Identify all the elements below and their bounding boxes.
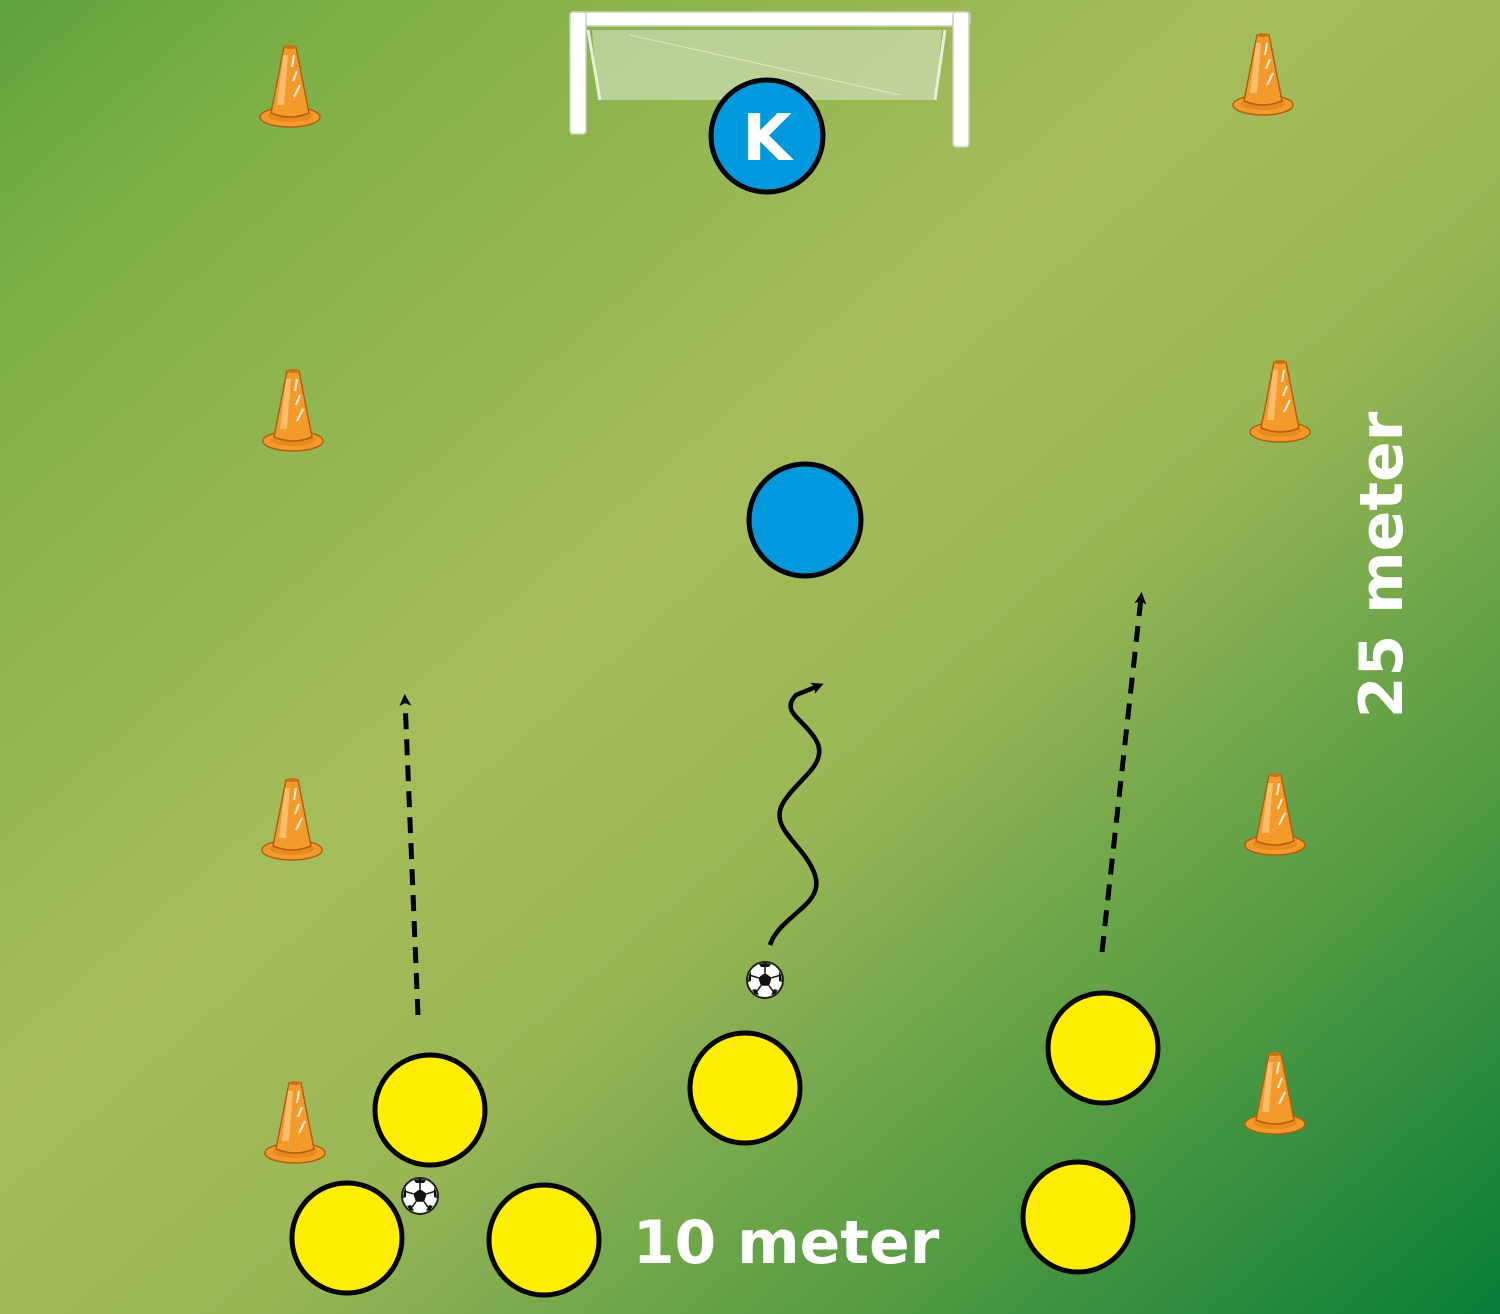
dribble-arrow bbox=[767, 682, 824, 946]
defender-player bbox=[746, 461, 864, 579]
length-label: 25 meter bbox=[1347, 411, 1417, 718]
soccer-ball-icon bbox=[746, 961, 784, 999]
attacker-player bbox=[1020, 1159, 1136, 1275]
attacker-player bbox=[687, 1030, 803, 1146]
run-arrow-left bbox=[399, 694, 421, 1016]
attacker-player bbox=[1045, 990, 1161, 1106]
attacker-player bbox=[289, 1180, 405, 1296]
width-label: 10 meter bbox=[633, 1208, 940, 1278]
goalkeeper: K bbox=[708, 77, 826, 195]
soccer-ball-icon bbox=[401, 1177, 439, 1215]
run-arrow-right bbox=[1099, 592, 1147, 953]
attacker-player bbox=[372, 1052, 488, 1168]
attacker-player bbox=[486, 1182, 602, 1298]
goalkeeper-label: K bbox=[742, 102, 794, 176]
goal-icon bbox=[569, 11, 971, 148]
